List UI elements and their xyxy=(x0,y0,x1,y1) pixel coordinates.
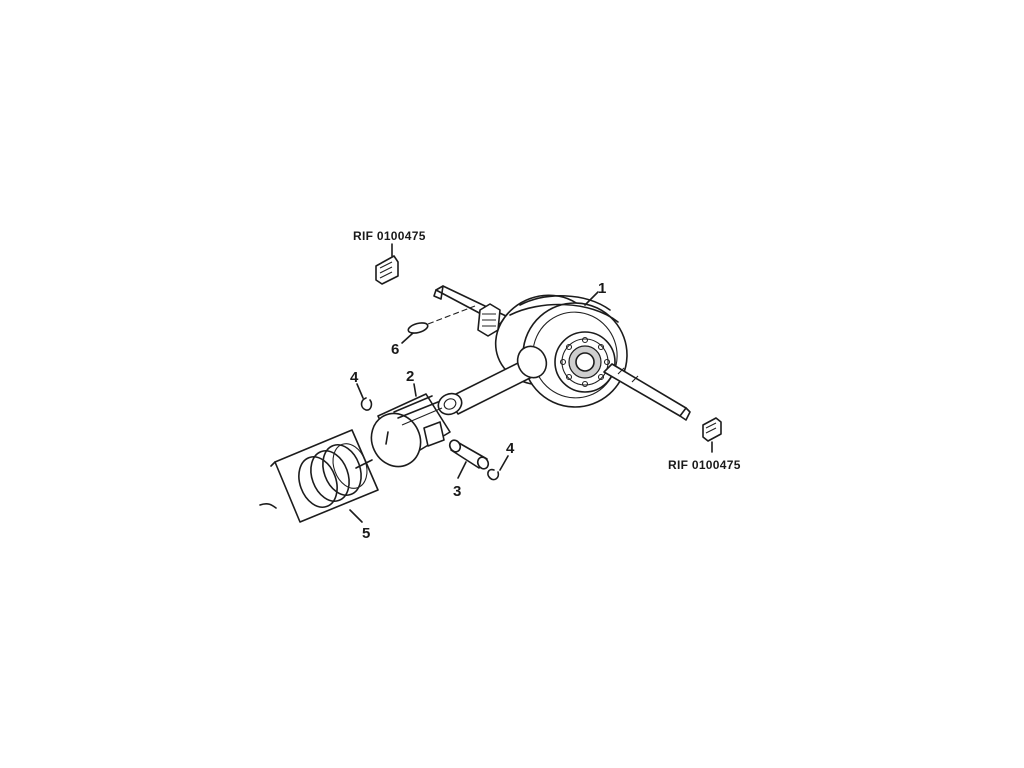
leader-4-right xyxy=(499,455,509,471)
connector-clip-right-icon xyxy=(702,417,722,442)
ref-label-top: RIF 0100475 xyxy=(353,229,426,243)
callout-4-left: 4 xyxy=(350,369,359,386)
big-end xyxy=(516,345,548,379)
leader-1 xyxy=(584,291,599,306)
crankshaft-right-shaft xyxy=(603,363,687,417)
key-part xyxy=(401,305,476,344)
leader-3 xyxy=(457,461,467,479)
ref-right-group: RIF 0100475 xyxy=(668,417,741,472)
callout-5: 5 xyxy=(362,525,370,542)
woodruff-key-icon xyxy=(407,322,429,334)
piston-pin xyxy=(448,439,490,470)
connecting-rod xyxy=(437,345,548,416)
callout-2: 2 xyxy=(406,368,414,385)
ref-label-right: RIF 0100475 xyxy=(668,458,741,472)
piston-rings-set xyxy=(259,429,379,523)
ref-top-group: RIF 0100475 xyxy=(353,229,426,285)
callout-3: 3 xyxy=(453,483,461,500)
leader-5 xyxy=(349,509,363,523)
piston-crown xyxy=(370,412,422,468)
callout-4-right: 4 xyxy=(506,440,515,457)
key-leader xyxy=(401,332,414,344)
connector-clip-top-icon xyxy=(375,255,399,285)
main-bearing xyxy=(554,331,616,393)
callout-1: 1 xyxy=(598,280,606,297)
key-center-line xyxy=(427,305,476,325)
rings-box xyxy=(274,429,379,523)
callout-6: 6 xyxy=(391,341,399,358)
leader-2 xyxy=(413,383,417,397)
crankshaft xyxy=(433,285,691,421)
leader-4-left xyxy=(356,383,364,399)
circlip-right-icon xyxy=(487,468,500,481)
piston-pin-boss xyxy=(423,421,445,447)
circlip-left-icon xyxy=(360,397,373,411)
piston xyxy=(370,393,451,468)
